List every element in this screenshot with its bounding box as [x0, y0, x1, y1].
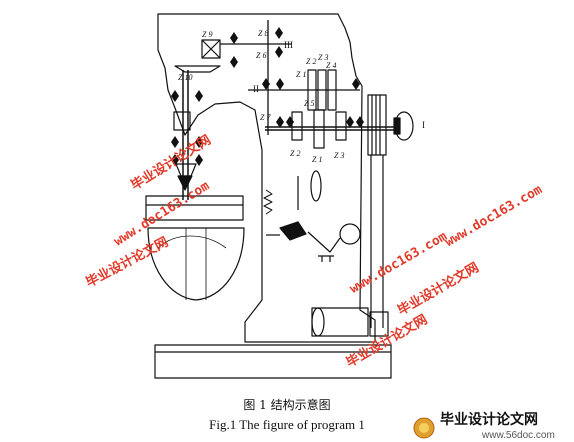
- figure-caption-chinese: 图 1 结构示意图: [243, 398, 331, 412]
- watermark-url-3: www.doc163.com: [443, 182, 546, 250]
- label-shaft-iii: III: [284, 40, 293, 50]
- label-z3: Z 3: [318, 53, 328, 62]
- label-shaft-i: I: [422, 120, 425, 130]
- label-z10: Z 10: [178, 73, 192, 82]
- label-z6: Z 6: [256, 51, 266, 60]
- label-z8: Z 8: [258, 29, 268, 38]
- watermark-cn-3: 毕业设计论文网: [395, 259, 482, 318]
- cam-disc: [339, 223, 361, 245]
- motor: [311, 307, 369, 337]
- gear-z2: [307, 69, 317, 111]
- label-z4: Z 4: [326, 61, 336, 70]
- label-z2b: Z 2: [290, 149, 300, 158]
- table-plate: [145, 195, 244, 221]
- machine-frame-outline: [157, 13, 376, 343]
- belt-pulley: [367, 94, 387, 156]
- logo-url-text: www.56doc.com: [481, 430, 555, 441]
- column: [154, 344, 392, 379]
- label-z9: Z 9: [202, 30, 212, 39]
- figure-caption-english: Fig.1 The figure of program 1: [209, 417, 365, 432]
- bowl: [147, 227, 245, 301]
- label-z5: Z 5: [304, 99, 314, 108]
- gear-z4: [327, 69, 337, 111]
- label-shaft-ii: II: [253, 84, 259, 94]
- watermark-cn-4: 毕业设计论文网: [343, 311, 430, 370]
- label-z7: Z 7: [260, 113, 271, 122]
- label-z3b: Z 3: [334, 151, 344, 160]
- site-logo: 毕业设计论文网 www.56doc.com: [413, 411, 555, 441]
- label-z2: Z 2: [306, 57, 316, 66]
- logo-chinese-text: 毕业设计论文网: [440, 411, 538, 428]
- bearing-markers: [171, 27, 364, 166]
- label-z1b: Z 1: [312, 155, 322, 164]
- label-z1: Z 1: [296, 70, 306, 79]
